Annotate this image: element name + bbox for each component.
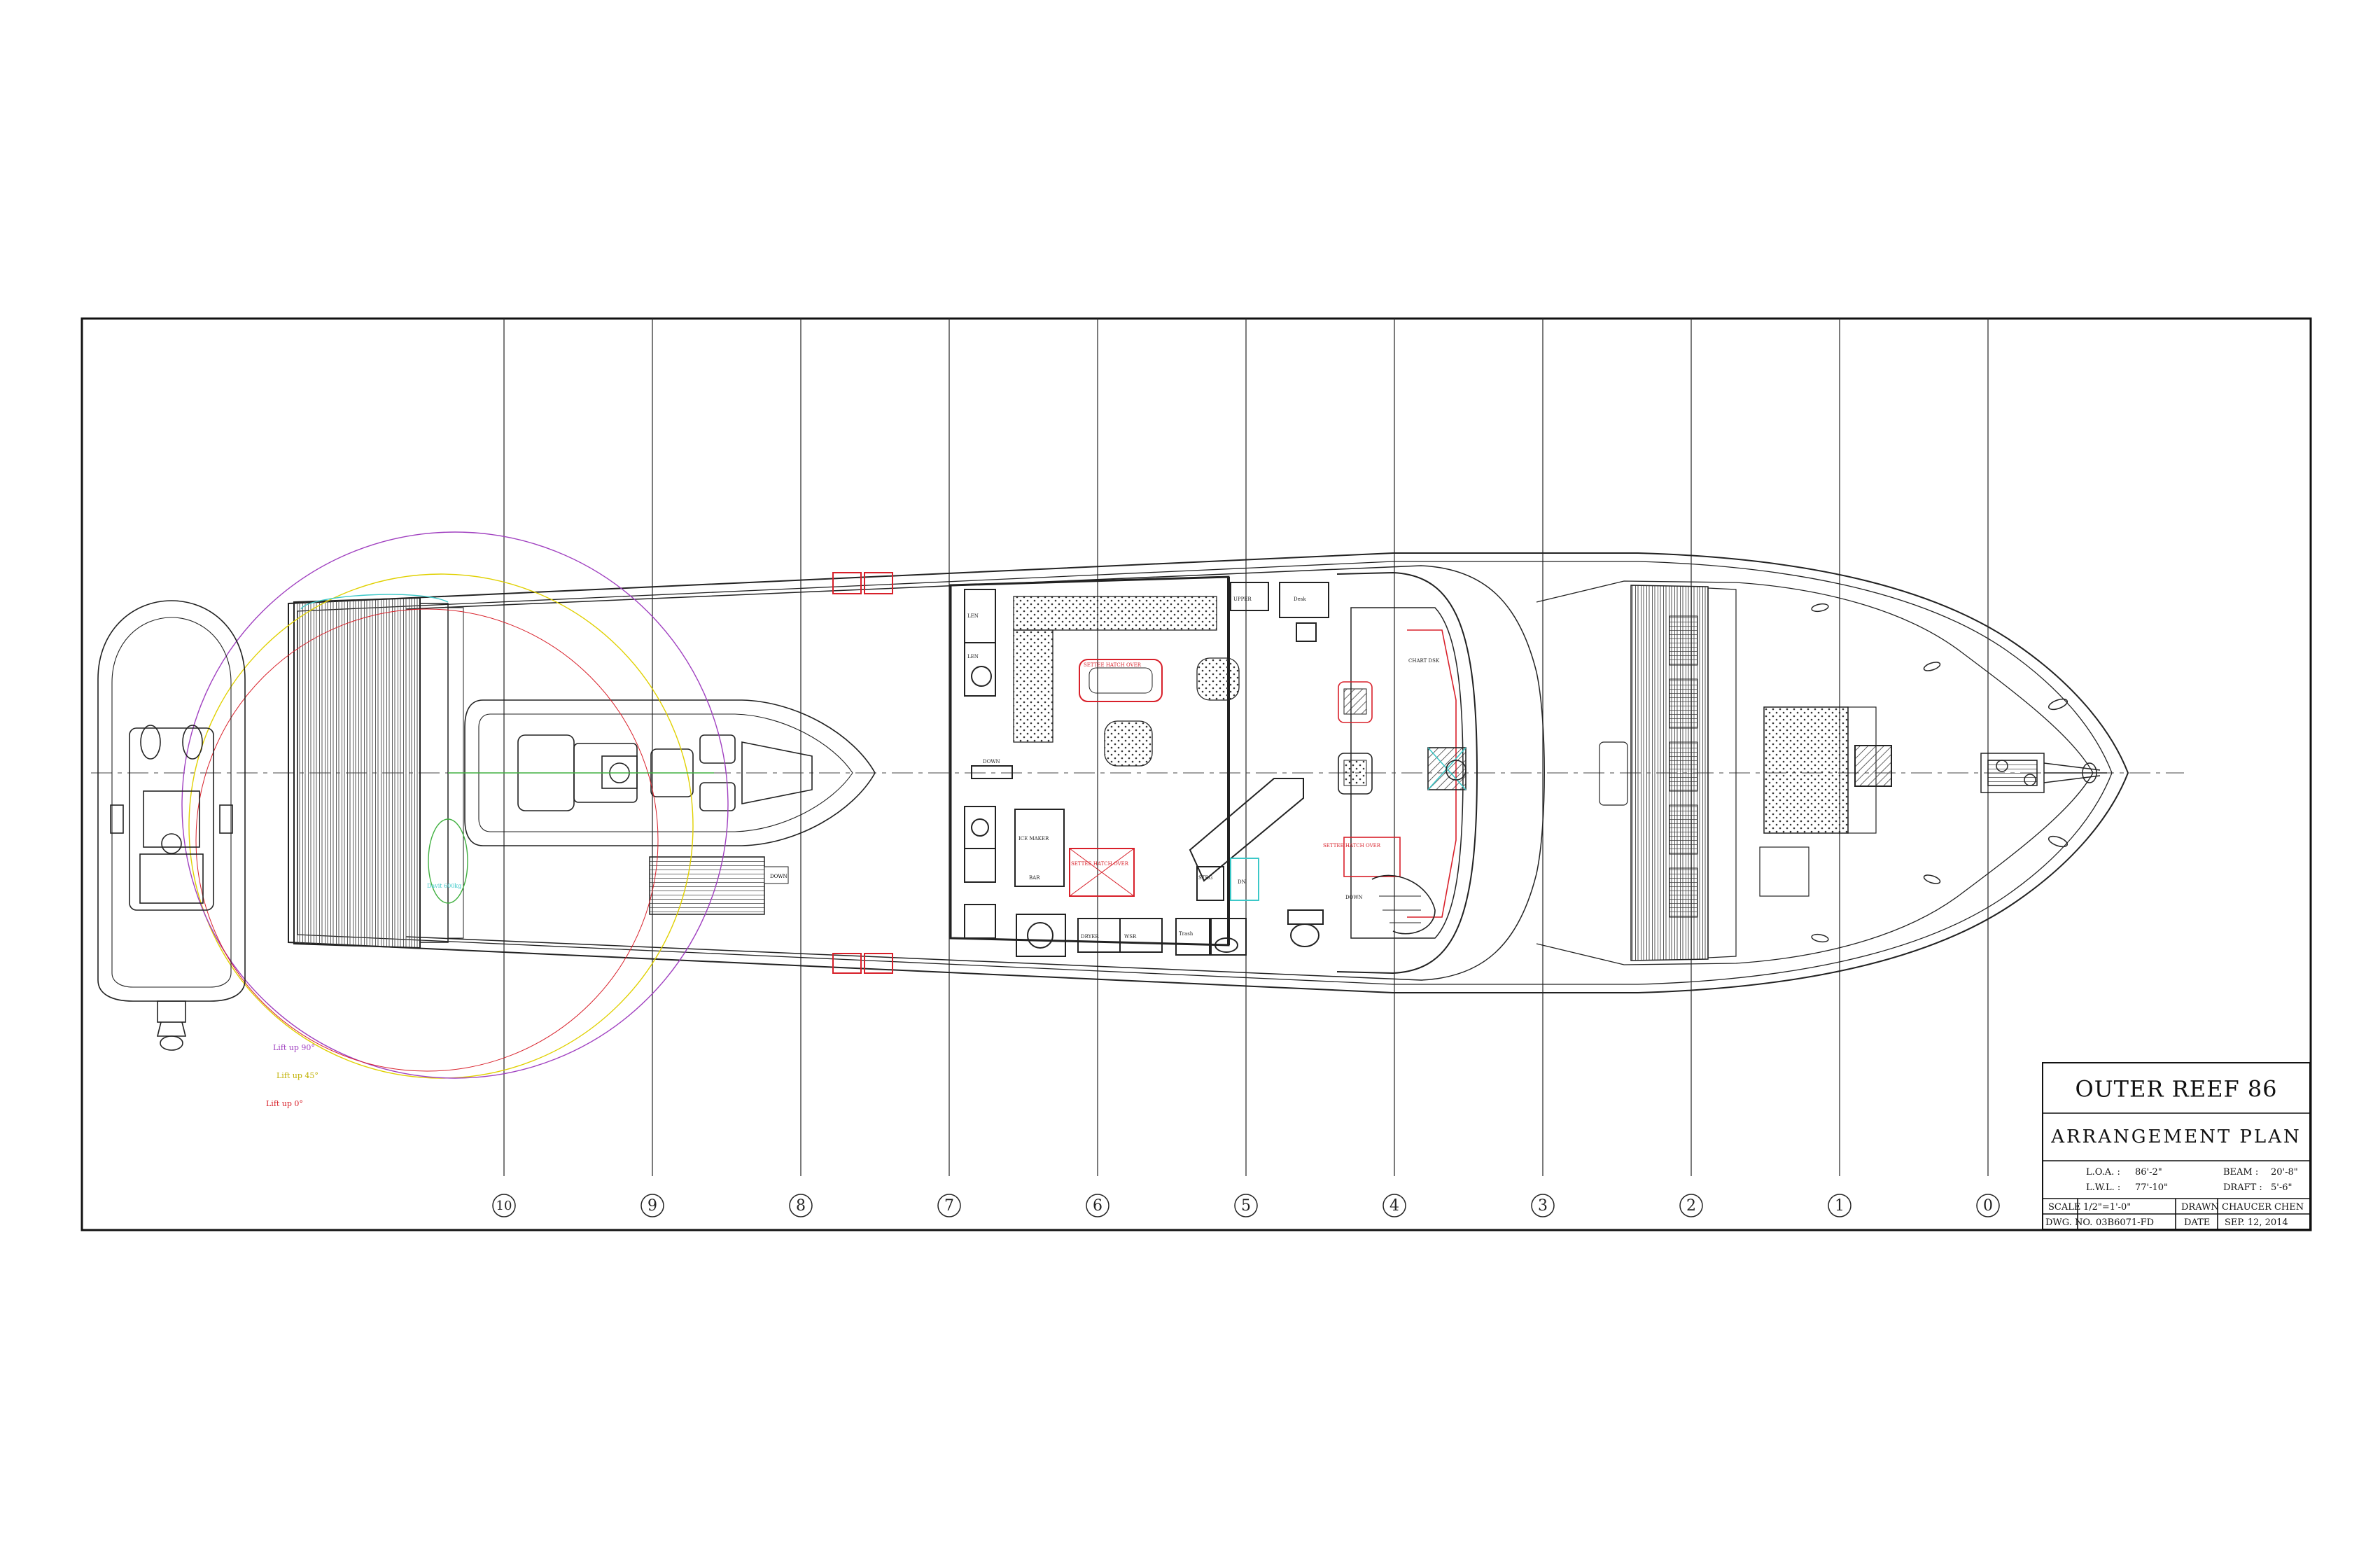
beam-label: BEAM : (2223, 1167, 2258, 1178)
settee-hatch-lower-label: SETTEE HATCH OVER (1071, 861, 1129, 867)
station-label-10: 10 (496, 1199, 512, 1213)
station-label-7: 7 (944, 1197, 954, 1215)
station-label-0: 0 (1983, 1197, 1993, 1215)
dwg-value: 03B6071-FD (2096, 1217, 2154, 1228)
lwl-value: 77'-10" (2135, 1182, 2168, 1193)
down-label-aft: DOWN (770, 874, 788, 879)
upper-label: UPPER (1233, 596, 1252, 602)
main-deck-interior (949, 571, 1478, 975)
drawn-value: CHAUCER CHEN (2222, 1202, 2304, 1213)
davit-swing-arcs: Davit 600kg (181, 531, 729, 1079)
down-stair-label: DOWN (1345, 895, 1363, 900)
ice-maker-label: ICE MAKER (1018, 836, 1049, 842)
aft-deck-stair: DOWN (649, 856, 789, 915)
lift-0-note: Lift up 0° (266, 1099, 303, 1108)
station-marker-6 (1086, 1194, 1110, 1217)
station-marker-2 (1679, 1194, 1703, 1217)
station-marker-4 (1382, 1194, 1406, 1217)
vessel-name: OUTER REEF 86 (2075, 1076, 2277, 1103)
scale-label: SCALE (2048, 1202, 2080, 1213)
dryer-label: DRYER (1081, 934, 1099, 940)
storage-label: STRG (1198, 875, 1213, 881)
station-marker-7 (937, 1194, 961, 1217)
station-marker-8 (789, 1194, 813, 1217)
station-marker-3 (1531, 1194, 1555, 1217)
chart-desk-label: CHART DSK (1408, 658, 1440, 664)
desk-label: Desk (1294, 596, 1306, 602)
hull-outline (288, 552, 2129, 993)
dn-label: DN (1238, 879, 1246, 885)
title-block (2042, 1062, 2311, 1230)
scale-value: 1/2"=1'-0" (2083, 1202, 2131, 1213)
drawing-title: ARRANGEMENT PLAN (2050, 1126, 2301, 1147)
station-label-5: 5 (1241, 1197, 1251, 1215)
davit-label: Davit 600kg (427, 883, 461, 889)
helm-station (1338, 629, 1466, 935)
station-marker-10 (492, 1194, 516, 1217)
station-label-2: 2 (1686, 1197, 1696, 1215)
loa-label: L.O.A. : (2086, 1167, 2120, 1178)
dwg-label: DWG. NO. (2045, 1217, 2092, 1228)
station-marker-0 (1976, 1194, 2000, 1217)
draft-label: DRAFT : (2223, 1182, 2262, 1193)
swim-platform (293, 596, 464, 949)
drawing-border (80, 317, 2312, 1231)
date-value: SEP. 12, 2014 (2225, 1217, 2288, 1228)
settee-hatch-helm-label: SETTEE HATCH OVER (1323, 843, 1381, 849)
down-fwd-label: DOWN (983, 759, 1000, 764)
linen1-label: LEN (967, 613, 979, 619)
draft-value: 5'-6" (2271, 1182, 2292, 1193)
station-label-9: 9 (648, 1197, 657, 1215)
station-marker-9 (640, 1194, 664, 1217)
trash-label: Trash (1179, 931, 1194, 937)
lift-90-note: Lift up 90° (273, 1043, 315, 1052)
beam-value: 20'-8" (2271, 1167, 2298, 1178)
settee-hatch-upper-label: SETTEE HATCH OVER (1084, 662, 1142, 668)
bar-label: BAR (1029, 875, 1040, 881)
station-label-4: 4 (1390, 1197, 1399, 1215)
station-label-1: 1 (1835, 1197, 1844, 1215)
washer-label: WSR (1124, 934, 1137, 940)
date-label: DATE (2184, 1217, 2210, 1228)
linen2-label: LEN (967, 654, 979, 659)
drawn-label: DRAWN (2181, 1202, 2219, 1213)
lift-45-note: Lift up 45° (276, 1071, 318, 1080)
station-label-6: 6 (1093, 1197, 1102, 1215)
station-marker-1 (1828, 1194, 1851, 1217)
lwl-label: L.W.L. : (2086, 1182, 2120, 1193)
loa-value: 86'-2" (2135, 1167, 2162, 1178)
tender-top-view (97, 600, 246, 1051)
station-label-3: 3 (1538, 1197, 1548, 1215)
deck-hatches (832, 572, 893, 974)
foredeck-planks (1599, 585, 1892, 961)
station-marker-5 (1234, 1194, 1258, 1217)
anchor-windlass (1811, 603, 2107, 943)
station-label-8: 8 (796, 1197, 806, 1215)
